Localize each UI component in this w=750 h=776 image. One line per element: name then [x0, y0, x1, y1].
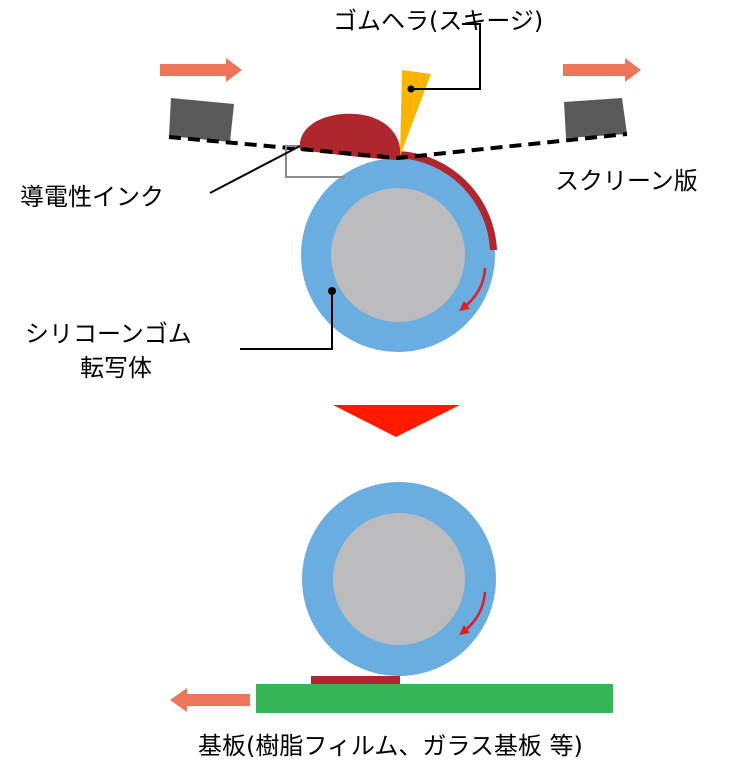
substrate-label: 基板(樹脂フィルム、ガラス基板 等): [198, 732, 583, 760]
roller-core-bottom: [333, 513, 465, 645]
ink-label: 導電性インク: [20, 183, 164, 211]
conductive-ink-blob: [299, 113, 401, 160]
roller-core-top: [331, 188, 465, 322]
transferred-ink-layer: [398, 151, 497, 250]
screen-motion-arrow-right: [563, 58, 641, 82]
process-down-arrow: [333, 405, 460, 437]
rotation-arrow-bottom: [459, 591, 487, 636]
screen-label: スクリーン版: [555, 167, 698, 195]
substrate-motion-arrow: [170, 688, 250, 712]
ink-leader-line: [285, 145, 345, 178]
screen-mesh-line: [168, 132, 628, 161]
printed-ink-pattern: [311, 676, 400, 684]
squeegee-blade: [400, 70, 431, 156]
screen-motion-arrow-left: [160, 58, 242, 82]
screen-frame-left: [169, 98, 234, 142]
blanket-label-line1: シリコーンゴム: [25, 320, 192, 348]
ink-leader-line-main: [209, 145, 301, 194]
screen-frame-right: [564, 98, 627, 138]
substrate-plate: [256, 684, 613, 713]
squeegee-leader-line: [411, 23, 481, 90]
blanket-label-line2: 転写体: [80, 354, 152, 382]
squeegee-label: ゴムヘラ(スキージ): [333, 7, 543, 35]
rotation-arrow-top: [459, 267, 487, 312]
blanket-leader-line: [240, 291, 333, 350]
